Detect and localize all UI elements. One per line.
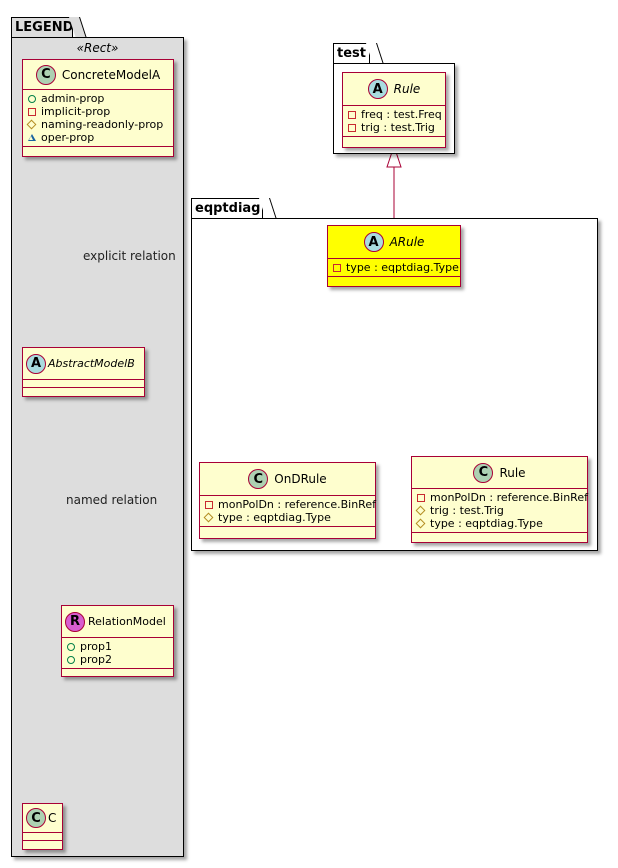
legend-stereotype: «Rect»: [76, 41, 119, 55]
private-visibility-icon: [347, 123, 356, 132]
methods-compartment: [23, 388, 144, 395]
class-name: OnDRule: [274, 472, 327, 486]
public-visibility-icon: [27, 94, 36, 103]
private-visibility-icon: [347, 110, 356, 119]
methods-compartment: [23, 841, 62, 848]
class-icon: C: [473, 462, 494, 483]
attribute-row: type : eqptdiag.Type: [332, 261, 459, 274]
methods-compartment: [62, 669, 173, 676]
class-test-rule[interactable]: A Rule freq : test.Freq trig : test.Trig: [342, 72, 446, 148]
class-name: C: [48, 811, 57, 825]
package-name-eqptdiag: eqptdiag: [195, 201, 261, 216]
private-visibility-icon: [416, 493, 425, 502]
attributes-compartment: [23, 380, 144, 388]
attribute-row: type : eqptdiag.Type: [203, 511, 371, 524]
class-c[interactable]: C C: [22, 803, 63, 850]
attribute-row: prop2: [66, 653, 169, 666]
abstract-icon: A: [363, 232, 384, 252]
inheritance-arule-triangle: [386, 144, 402, 168]
attribute-row: oper-prop: [27, 131, 169, 144]
package-visibility-icon: [27, 134, 36, 141]
package-tab-eqptdiag: eqptdiag: [191, 198, 263, 219]
methods-compartment: [328, 277, 460, 284]
attribute-row: trig : test.Trig: [415, 504, 583, 517]
package-tab-legend: LEGEND: [11, 17, 73, 38]
protected-visibility-icon: [415, 505, 426, 516]
class-abstract-model-b[interactable]: A AbstractModelB: [22, 347, 145, 397]
protected-visibility-icon: [26, 119, 37, 130]
attribute-row: freq : test.Freq: [347, 108, 442, 121]
attribute-row: prop1: [66, 640, 169, 653]
class-ondrule[interactable]: C OnDRule monPolDn : reference.BinRef ty…: [199, 462, 376, 539]
package-tab-test: test: [333, 43, 370, 64]
class-relation-model[interactable]: R RelationModel prop1 prop2: [61, 605, 174, 677]
class-name: Rule: [499, 465, 526, 480]
class-icon: C: [26, 808, 46, 828]
attribute-row: trig : test.Trig: [347, 121, 441, 134]
package-legend: «Rect»: [11, 37, 184, 857]
methods-compartment: [412, 533, 587, 540]
class-name: Rule: [393, 82, 421, 96]
explicit-relation-label: explicit relation: [83, 249, 176, 263]
class-name: ConcreteModelA: [61, 67, 161, 82]
named-relation-label: named relation: [66, 493, 158, 507]
private-visibility-icon: [27, 107, 36, 116]
package-name-test: test: [337, 46, 366, 61]
protected-visibility-icon: [203, 512, 214, 523]
class-arule[interactable]: A ARule type : eqptdiag.Type: [327, 225, 461, 287]
methods-compartment: [200, 527, 375, 534]
public-visibility-icon: [66, 642, 75, 651]
private-visibility-icon: [204, 500, 213, 509]
attribute-row: admin-prop: [27, 92, 169, 105]
protected-visibility-icon: [415, 518, 426, 529]
attribute-row: naming-readonly-prop: [26, 118, 169, 131]
abstract-icon: A: [26, 353, 46, 374]
abstract-icon: A: [367, 79, 388, 99]
attribute-row: implicit-prop: [27, 105, 169, 118]
public-visibility-icon: [66, 655, 75, 664]
attributes-compartment: [23, 833, 62, 841]
methods-compartment: [343, 137, 445, 144]
relation-icon: R: [65, 611, 85, 632]
class-concrete-model-a[interactable]: C ConcreteModelA admin-prop implicit-pro…: [22, 59, 174, 157]
class-name: ARule: [389, 235, 425, 249]
attribute-row: monPolDn : reference.BinRef: [416, 491, 588, 504]
attribute-row: type : eqptdiag.Type: [415, 517, 583, 530]
class-icon: C: [248, 469, 269, 489]
class-name: AbstractModelB: [48, 357, 135, 370]
methods-compartment: [23, 147, 173, 154]
package-name-legend: LEGEND: [15, 20, 74, 35]
attribute-row: monPolDn : reference.BinRef: [204, 498, 376, 511]
class-icon: C: [35, 64, 56, 85]
class-eqptdiag-rule[interactable]: C Rule monPolDn : reference.BinRef trig …: [411, 456, 588, 543]
private-visibility-icon: [332, 263, 341, 272]
class-name: RelationModel: [88, 615, 166, 628]
